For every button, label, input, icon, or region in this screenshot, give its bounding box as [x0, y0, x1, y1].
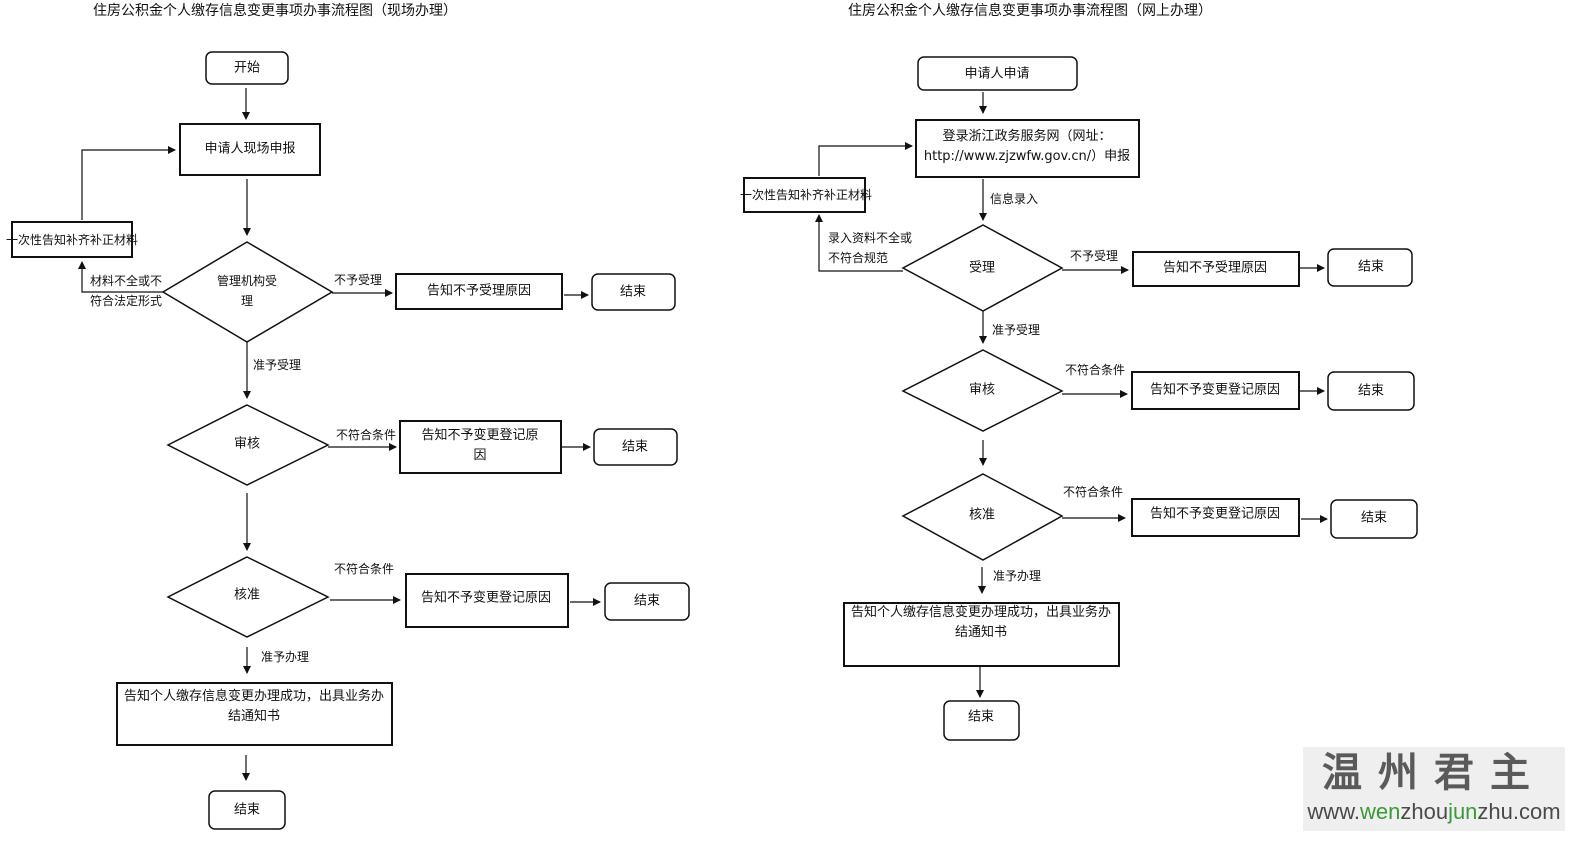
- right-end3-node: [1330, 499, 1418, 539]
- left-edge-approve-fail-label: 不符合条件: [334, 562, 395, 576]
- right-end4-label: 结束: [967, 709, 995, 725]
- left-apply-label: 申请人现场申报: [204, 141, 296, 157]
- right-reject-node: [1132, 251, 1300, 287]
- right-end2-label: 结束: [1357, 383, 1385, 399]
- left-edge-grant-accept-label: 准予受理: [253, 358, 302, 372]
- right-start-label: 申请人申请: [964, 66, 1030, 82]
- left-edge-accept-supplement: [78, 261, 163, 293]
- right-approve-label: 核准: [968, 507, 996, 523]
- left-end2-node: [593, 428, 678, 466]
- left-approve-label: 核准: [233, 587, 261, 603]
- right-supplement-label: 一次性告知补齐补正材料: [739, 188, 873, 202]
- left-approve-reason-node: [405, 573, 569, 628]
- left-approve-node: [166, 556, 330, 638]
- right-edge-accept-supplement: [815, 214, 903, 272]
- right-edge-grant-handle-label: 准予办理: [993, 569, 1042, 583]
- left-start-node: [205, 51, 289, 85]
- right-edge-incomplete-label: 录入资料不全或不符合规范: [828, 231, 913, 265]
- url-green-1: wen: [1359, 799, 1401, 824]
- right-review-reason-label: 告知不予变更登记原因: [1149, 382, 1281, 398]
- url-mid-2: zhu.com: [1477, 799, 1561, 824]
- left-accept-label: 管理机构受理: [216, 274, 277, 308]
- right-edge-info-entry-label: 信息录入: [990, 192, 1039, 206]
- right-chart-title: 住房公积金个人缴存信息变更事项办事流程图（网上办理）: [848, 3, 1212, 19]
- right-edge-approve-fail-label: 不符合条件: [1063, 485, 1124, 499]
- url-mid-1: zhou: [1400, 799, 1449, 824]
- watermark-url[interactable]: www.wenzhoujunzhu.com: [1303, 799, 1565, 825]
- right-supplement-node: [743, 177, 866, 213]
- right-end3-label: 结束: [1360, 510, 1388, 526]
- right-success-node: [843, 602, 1120, 667]
- left-end4-label: 结束: [233, 802, 261, 818]
- right-end4-node: [943, 700, 1020, 741]
- left-review-node: [166, 404, 330, 486]
- right-edge-not-accept-label: 不予受理: [1070, 249, 1119, 263]
- left-end2-label: 结束: [621, 439, 649, 455]
- left-review-reason-label: 告知不予变更登记原因: [421, 428, 539, 463]
- right-apply-label: 登录浙江政务服务网（网址：http://www.zjzwfw.gov.cn/）申…: [923, 129, 1131, 164]
- left-edge-not-accept-label: 不予受理: [334, 273, 383, 287]
- right-accept-label: 受理: [968, 260, 996, 276]
- left-end3-node: [604, 582, 690, 621]
- right-approve-reason-label: 告知不予变更登记原因: [1149, 506, 1281, 522]
- right-edge-grant-accept-label: 准予受理: [992, 323, 1041, 337]
- watermark-chinese-text: 温州君主: [1322, 749, 1546, 796]
- right-review-label: 审核: [968, 382, 996, 398]
- left-review-label: 审核: [233, 436, 261, 452]
- left-edge-grant-handle-label: 准予办理: [261, 650, 310, 664]
- left-edge-review-fail-label: 不符合条件: [336, 428, 397, 442]
- url-prefix: www.: [1307, 799, 1360, 824]
- left-reject-reason-label: 告知不予受理原因: [426, 283, 532, 299]
- right-apply-node: [915, 119, 1140, 178]
- right-edge-supplement-apply: [818, 142, 913, 176]
- left-end1-node: [591, 273, 676, 311]
- left-start-label: 开始: [233, 60, 261, 76]
- left-success-label: 告知个人缴存信息变更办理成功，出具业务办结通知书: [124, 689, 385, 724]
- left-supplement-label: 一次性告知补齐补正材料: [5, 233, 139, 247]
- right-end1-node: [1327, 248, 1413, 287]
- right-end1-label: 结束: [1357, 259, 1385, 275]
- right-approve-node: [901, 473, 1064, 561]
- right-end2-node: [1327, 371, 1415, 411]
- left-success-node: [116, 682, 393, 746]
- left-apply-node: [179, 123, 321, 176]
- right-success-label: 告知个人缴存信息变更办理成功，出具业务办结通知书: [851, 605, 1112, 640]
- right-review-node: [901, 349, 1064, 432]
- right-edge-review-fail-label: 不符合条件: [1065, 363, 1126, 377]
- left-approve-reason-label: 告知不予变更登记原因: [420, 590, 552, 606]
- left-supplement-node: [11, 221, 133, 258]
- left-end1-label: 结束: [619, 284, 647, 300]
- right-start-node: [917, 56, 1078, 91]
- left-edge-supplement-apply: [81, 146, 176, 220]
- left-end3-label: 结束: [633, 593, 661, 609]
- right-approve-reason-node: [1131, 498, 1300, 537]
- watermark-logo: 温州君主 www.wenzhoujunzhu.com: [1303, 747, 1565, 831]
- left-chart-title: 住房公积金个人缴存信息变更事项办事流程图（现场办理）: [93, 3, 457, 19]
- left-edge-incomplete-label: 材料不全或不符合法定形式: [90, 274, 163, 308]
- right-review-reason-node: [1131, 371, 1300, 410]
- left-end4-node: [208, 790, 286, 830]
- url-green-2: jun: [1448, 799, 1478, 824]
- right-reject-reason-label: 告知不予受理原因: [1162, 260, 1268, 276]
- left-reject-node: [395, 273, 563, 310]
